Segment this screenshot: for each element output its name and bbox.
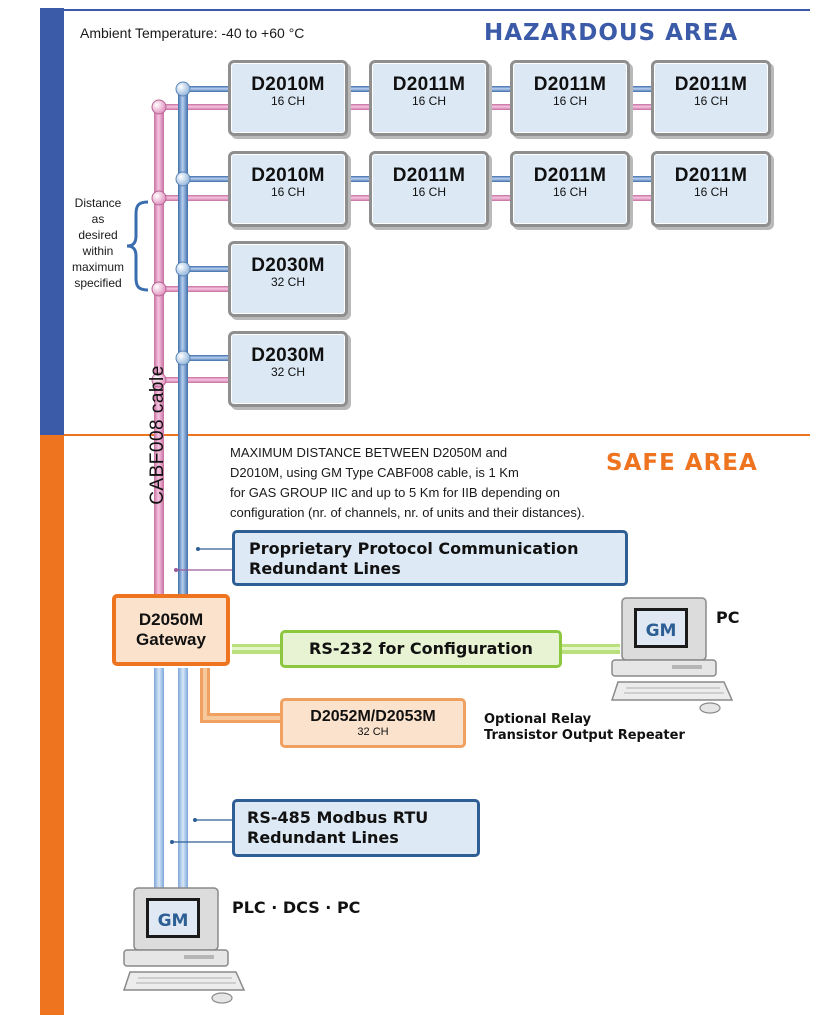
note-line: MAXIMUM DISTANCE BETWEEN D2050M and xyxy=(230,443,585,463)
module-row1-3: D2011M 16 CH xyxy=(510,60,630,136)
module-name: D2011M xyxy=(372,166,486,185)
distance-note-line: Distance xyxy=(64,195,132,211)
module-row2-2: D2011M 16 CH xyxy=(369,151,489,227)
ambient-temperature: Ambient Temperature: -40 to +60 °C xyxy=(80,25,304,41)
rs232-label: RS-232 for Configuration xyxy=(309,639,533,658)
rs232-link-box: RS-232 for Configuration xyxy=(280,630,562,668)
max-distance-note: MAXIMUM DISTANCE BETWEEN D2050M and D201… xyxy=(230,443,585,523)
callout-line: Redundant Lines xyxy=(247,828,477,848)
safe-area-title: SAFE AREA xyxy=(606,450,758,476)
distance-note: Distance as desired within maximum speci… xyxy=(64,195,132,291)
note-line: for GAS GROUP IIC and up to 5 Km for IIB… xyxy=(230,483,585,503)
callout-line: RS-485 Modbus RTU xyxy=(247,808,477,828)
repeater-channels: 32 CH xyxy=(283,726,463,739)
module-name: D2011M xyxy=(654,75,768,94)
module-channels: 16 CH xyxy=(654,94,768,108)
module-name: D2010M xyxy=(231,75,345,94)
hazardous-area-title: HAZARDOUS AREA xyxy=(484,20,738,46)
distance-note-line: as xyxy=(64,211,132,227)
safe-area-bar xyxy=(40,435,64,1015)
plc-computer-icon: GM xyxy=(124,888,244,1003)
module-name: D2011M xyxy=(372,75,486,94)
module-channels: 16 CH xyxy=(513,94,627,108)
module-channels: 16 CH xyxy=(513,185,627,199)
gateway-label: Gateway xyxy=(116,630,226,650)
distance-note-line: specified xyxy=(64,275,132,291)
proprietary-protocol-callout: Proprietary Protocol Communication Redun… xyxy=(232,530,628,586)
hazardous-area-bar xyxy=(40,8,64,435)
module-row1-2: D2011M 16 CH xyxy=(369,60,489,136)
module-row2-1: D2010M 16 CH xyxy=(228,151,348,227)
module-name: D2030M xyxy=(231,346,345,365)
module-name: D2030M xyxy=(231,256,345,275)
pc-label: PC xyxy=(716,608,739,627)
repeater-note: Optional Relay Transistor Output Repeate… xyxy=(484,712,685,744)
module-channels: 16 CH xyxy=(231,185,345,199)
repeater-name: D2052M/D2053M xyxy=(283,707,463,726)
module-channels: 32 CH xyxy=(231,365,345,379)
module-row2-3: D2011M 16 CH xyxy=(510,151,630,227)
module-name: D2011M xyxy=(513,166,627,185)
rs485-callout: RS-485 Modbus RTU Redundant Lines xyxy=(232,799,480,857)
note-line: D2010M, using GM Type CABF008 cable, is … xyxy=(230,463,585,483)
pc-computer-icon: GM xyxy=(612,598,732,713)
callout-line: Proprietary Protocol Communication xyxy=(249,539,625,559)
module-name: D2010M xyxy=(231,166,345,185)
module-name: D2011M xyxy=(654,166,768,185)
callout-line: Redundant Lines xyxy=(249,559,625,579)
module-channels: 16 CH xyxy=(231,94,345,108)
lower-cables xyxy=(154,668,188,888)
module-d2030m-b: D2030M 32 CH xyxy=(228,331,348,407)
distance-note-line: within xyxy=(64,243,132,259)
gateway-module: D2050M Gateway xyxy=(112,594,230,666)
plc-label: PLC · DCS · PC xyxy=(232,898,360,917)
module-name: D2011M xyxy=(513,75,627,94)
module-channels: 16 CH xyxy=(372,185,486,199)
module-row2-4: D2011M 16 CH xyxy=(651,151,771,227)
module-d2030m-a: D2030M 32 CH xyxy=(228,241,348,317)
repeater-module: D2052M/D2053M 32 CH xyxy=(280,698,466,748)
distance-note-line: maximum xyxy=(64,259,132,275)
module-channels: 16 CH xyxy=(372,94,486,108)
repeater-note-line: Optional Relay xyxy=(484,712,685,728)
module-channels: 32 CH xyxy=(231,275,345,289)
svg-text:GM: GM xyxy=(158,911,189,931)
module-channels: 16 CH xyxy=(654,185,768,199)
svg-text:GM: GM xyxy=(646,621,677,641)
module-row1-4: D2011M 16 CH xyxy=(651,60,771,136)
repeater-note-line: Transistor Output Repeater xyxy=(484,728,685,744)
note-line: configuration (nr. of channels, nr. of u… xyxy=(230,503,585,523)
module-row1-1: D2010M 16 CH xyxy=(228,60,348,136)
gateway-name: D2050M xyxy=(116,610,226,630)
distance-note-line: desired xyxy=(64,227,132,243)
cable-label: CABF008 cable xyxy=(147,350,169,520)
